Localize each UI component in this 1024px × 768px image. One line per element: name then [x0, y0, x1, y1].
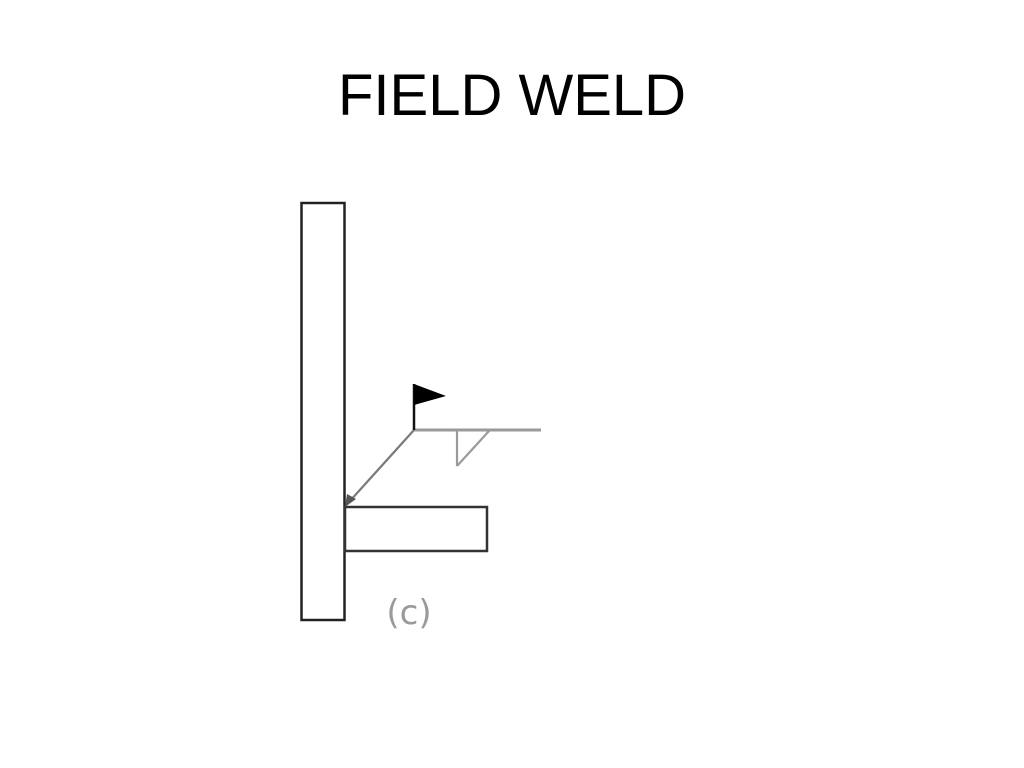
field-weld-flag-icon: [412, 384, 446, 430]
fillet-weld-symbol-icon: [455, 430, 490, 467]
figure-label: (c): [386, 593, 431, 633]
slide-title: FIELD WELD: [337, 63, 687, 128]
vertical-plate: [300, 201, 346, 622]
horizontal-plate: [343, 505, 489, 553]
arrowhead-icon: [345, 494, 356, 507]
arrow-leader-line: [348, 429, 415, 503]
